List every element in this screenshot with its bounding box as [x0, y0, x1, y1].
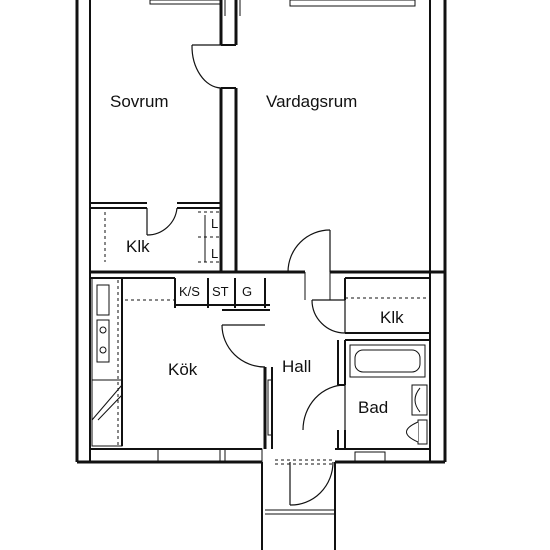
hall-closet — [311, 278, 430, 341]
room-label-vardagsrum: Vardagsrum — [266, 92, 357, 111]
bedroom-living-wall — [219, 0, 238, 272]
room-label-kok: Kök — [168, 360, 198, 379]
room-label-klk-hall: Klk — [380, 308, 404, 327]
bedroom-door — [191, 44, 222, 89]
room-label-klk-bedroom: Klk — [126, 237, 150, 256]
entrance — [261, 459, 336, 550]
top-windows — [149, 0, 416, 16]
closet-mark-l-top: L — [211, 216, 218, 231]
kitchen-window — [157, 448, 263, 463]
kitchen-hall-door — [221, 324, 273, 449]
closet-mark-st: ST — [212, 284, 229, 299]
room-label-sovrum: Sovrum — [110, 92, 169, 111]
kitchen-counter — [91, 277, 123, 447]
closet-mark-ks: K/S — [179, 284, 200, 299]
living-hall-door — [287, 229, 331, 300]
room-label-hall: Hall — [282, 357, 311, 376]
outer-walls — [75, 0, 447, 464]
bathroom — [302, 340, 428, 463]
bedroom-closet-wall — [90, 202, 221, 263]
mid-wall — [90, 270, 445, 279]
closet-mark-g: G — [242, 284, 252, 299]
room-label-bad: Bad — [358, 398, 388, 417]
closet-mark-l-bottom: L — [211, 246, 218, 261]
kitchen-closets — [121, 278, 270, 446]
